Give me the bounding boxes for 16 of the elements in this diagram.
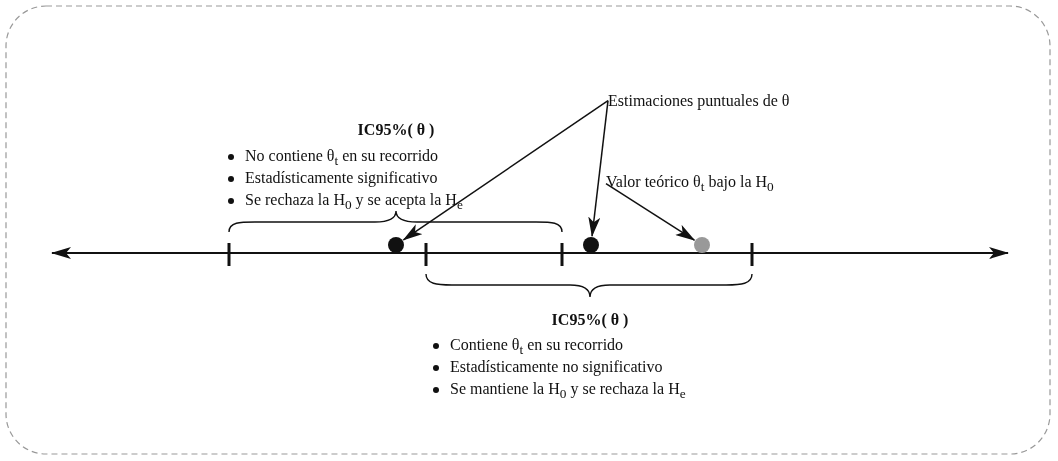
point-marker [388, 237, 404, 253]
bullet-text: Se mantiene la H$_{0}$ y se rechaza la H$_{e}$ [450, 379, 686, 403]
callout-text: Estimaciones puntuales de θ [608, 91, 790, 111]
bullet-text: Se rechaza la H$_{0}$ y se acepta la H$_{e}$ [245, 190, 463, 214]
bullet-text: Contiene θ$_{t}$ en su recorrido [450, 335, 624, 359]
interval-heading: IC95%( θ ) [551, 310, 629, 330]
point-marker [694, 237, 710, 253]
leader-line [605, 182, 696, 241]
leader-line [402, 99, 609, 241]
interval-heading: IC95%( θ ) [357, 120, 435, 140]
leader-line [588, 99, 609, 238]
callout-text: Valor teórico θ$_{t}$ bajo la H$_{0}$ [606, 172, 774, 196]
bullet-text: Estadísticamente significativo [245, 168, 438, 188]
bullet-text: Estadísticamente no significativo [450, 357, 663, 377]
point-marker [583, 237, 599, 253]
bullet-text: No contiene θ$_{t}$ en su recorrido [245, 146, 439, 170]
